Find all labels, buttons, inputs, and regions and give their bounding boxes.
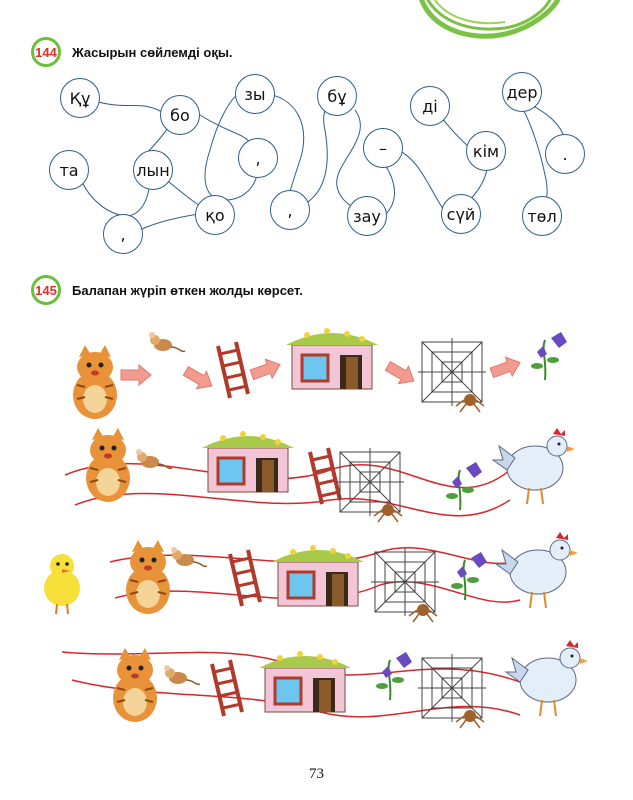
syllable-circle: , [103,214,143,254]
syllable-circle: . [545,134,585,174]
syllable-circle: қо [195,195,235,235]
task-title: Жасырын сөйлемді оқы. [72,45,233,60]
syllable-circle: сүй [441,194,481,234]
task-number-badge: 145 [31,275,61,305]
page-number: 73 [309,766,324,782]
syllable-circle: зау [347,196,387,236]
task-title: Балапан жүріп өткен жолды көрсет. [72,283,303,298]
syllable-circle: дер [502,72,542,112]
syllable-circle: бұ [317,76,357,116]
syllable-circle: , [238,138,278,178]
syllable-circle: зы [235,74,275,114]
syllable-circle: кім [466,131,506,171]
syllable-circle: та [49,150,89,190]
syllable-circle: лын [133,150,173,190]
syllable-circle: – [363,128,403,168]
syllable-circle: , [270,190,310,230]
task-number-badge: 144 [31,37,61,67]
syllable-circle: ді [410,86,450,126]
syllable-circle: Құ [60,78,100,118]
syllable-circle: төл [522,196,562,236]
syllable-circle: бо [160,95,200,135]
